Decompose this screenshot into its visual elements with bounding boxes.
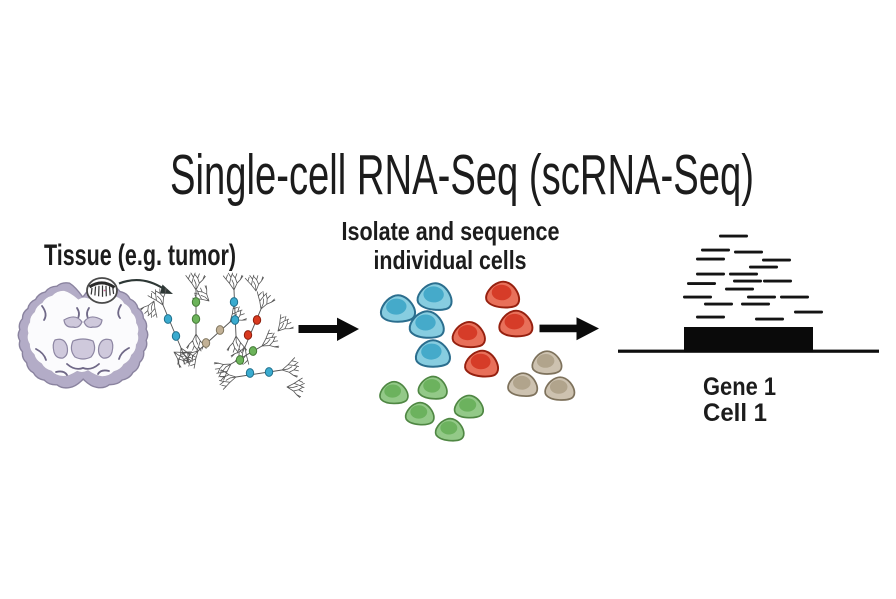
svg-text:Tissue (e.g. tumor): Tissue (e.g. tumor) [44, 239, 236, 272]
svg-text:Cell 1: Cell 1 [703, 399, 767, 427]
svg-text:Gene 1: Gene 1 [703, 373, 776, 401]
svg-text:individual cells: individual cells [374, 245, 527, 275]
svg-text:Single-cell RNA-Seq (scRNA-Seq: Single-cell RNA-Seq (scRNA-Seq) [170, 143, 754, 207]
svg-text:Isolate and sequence: Isolate and sequence [342, 216, 560, 246]
